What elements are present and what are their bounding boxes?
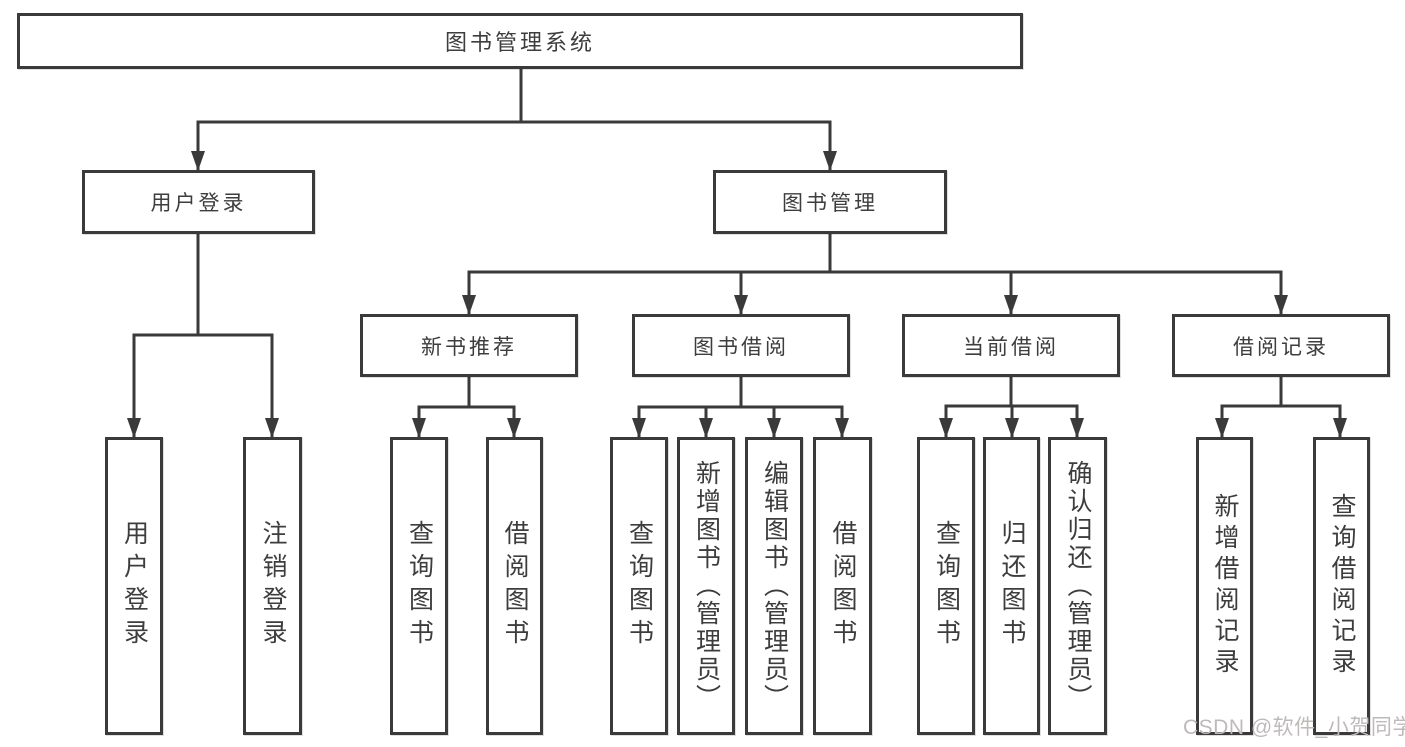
node-label: 查询图书 [625, 520, 654, 652]
node-label: 确认归还（管理员） [1064, 460, 1092, 712]
node-current-confirm-return-admin: 确认归还（管理员） [1048, 437, 1107, 735]
node-label: 新增借阅记录 [1211, 493, 1239, 679]
node-leaf-user-login: 用户登录 [105, 437, 163, 735]
node-label: 新书推荐 [421, 335, 517, 359]
node-label: 当前借阅 [963, 335, 1059, 359]
node-current-borrowing: 当前借阅 [902, 314, 1120, 377]
node-current-return-books: 归还图书 [983, 437, 1040, 735]
node-label: 查询图书 [932, 520, 961, 652]
node-borrowing-query-books: 查询图书 [610, 437, 668, 735]
node-recommend-borrow-books: 借阅图书 [486, 437, 543, 735]
node-borrowing-borrow-books: 借阅图书 [813, 437, 872, 735]
node-library-system: 图书管理系统 [17, 13, 1023, 69]
node-borrowing-add-books-admin: 新增图书（管理员） [677, 437, 735, 735]
node-records-add-record: 新增借阅记录 [1196, 437, 1253, 735]
node-leaf-logout: 注销登录 [243, 437, 302, 735]
connector-trunks [132, 69, 1342, 409]
node-borrow-records: 借阅记录 [1172, 314, 1390, 377]
node-label: 新增图书（管理员） [692, 460, 721, 712]
node-label: 用户登录 [150, 192, 247, 215]
csdn-watermark: CSDN @软件_小贺同学 [1183, 716, 1405, 739]
node-book-borrowing: 图书借阅 [632, 314, 850, 377]
node-label: 图书管理系统 [444, 30, 595, 55]
node-label: 查询图书 [405, 520, 434, 652]
node-label: 借阅图书 [829, 520, 857, 652]
node-label: 用户登录 [120, 520, 149, 652]
connector-arrows [127, 122, 1347, 438]
node-current-query-books: 查询图书 [917, 437, 975, 735]
node-book-management: 图书管理 [713, 170, 947, 234]
node-label: 归还图书 [998, 520, 1026, 652]
node-recommend-query-books: 查询图书 [390, 437, 448, 735]
node-label: 借阅图书 [501, 520, 529, 652]
node-user-login: 用户登录 [82, 170, 315, 234]
node-label: 借阅记录 [1233, 335, 1329, 359]
node-label: 查询借阅记录 [1328, 493, 1356, 679]
node-label: 图书管理 [782, 192, 878, 215]
node-borrowing-edit-books-admin: 编辑图书（管理员） [745, 437, 803, 735]
node-label: 图书借阅 [693, 335, 789, 359]
node-label: 编辑图书（管理员） [760, 460, 789, 712]
node-new-book-recommend: 新书推荐 [360, 314, 578, 377]
node-label: 注销登录 [259, 520, 287, 652]
node-records-query-record: 查询借阅记录 [1313, 437, 1370, 735]
